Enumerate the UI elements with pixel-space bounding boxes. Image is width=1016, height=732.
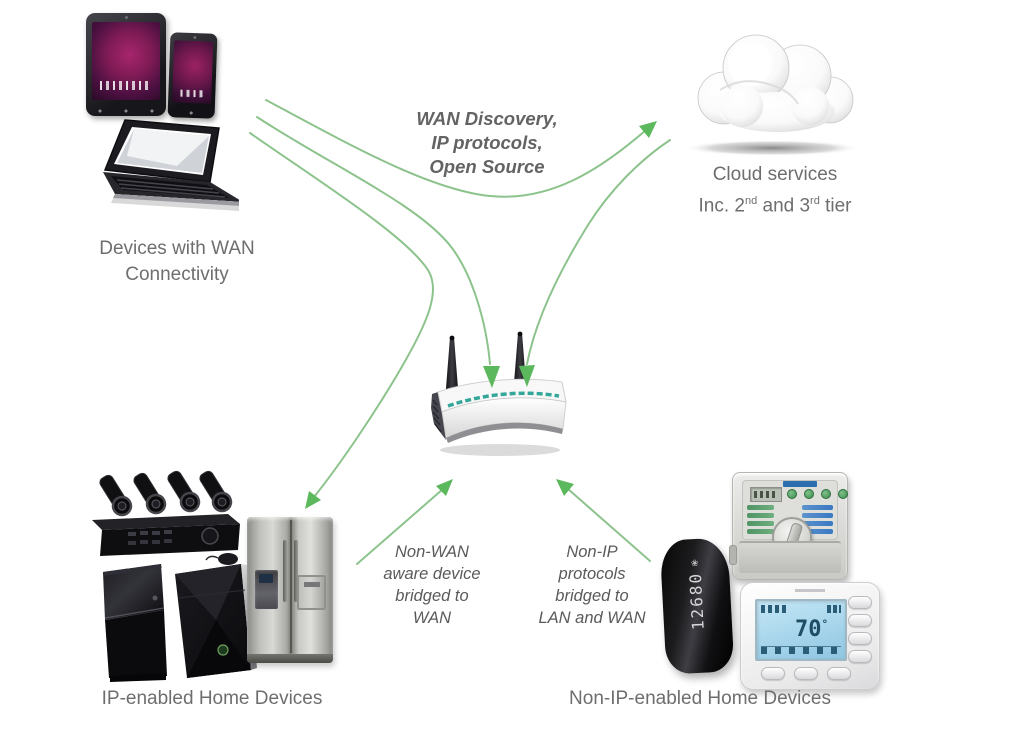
non-ip-devices-label: Non-IP-enabled Home Devices xyxy=(569,688,831,709)
irrigation-controller-icon xyxy=(729,472,848,580)
irrigation-labels-left xyxy=(747,505,774,537)
thermostat-bottom-buttons xyxy=(761,667,851,680)
tablet-softkeys xyxy=(96,109,156,113)
fridge-panel xyxy=(297,575,327,611)
thermostat-icon: 70° xyxy=(740,582,880,690)
thermostat-brand-mark xyxy=(795,589,825,592)
arrow-devices-to-ip-devices xyxy=(249,132,435,509)
phone-camera-dot xyxy=(192,35,196,40)
tracker-step-count: 12680 xyxy=(685,571,708,631)
laptop-icon xyxy=(103,119,239,211)
camera-3 xyxy=(167,470,201,513)
cloud-icon xyxy=(684,34,860,156)
thermostat-side-buttons xyxy=(848,596,872,668)
irrigation-hinge xyxy=(729,545,737,565)
fridge-base xyxy=(247,654,333,663)
smartphone-icon xyxy=(167,32,218,119)
security-camera-system-icon xyxy=(92,470,240,565)
tablet-camera-dot xyxy=(125,16,128,19)
phone-screen xyxy=(172,40,214,104)
thermostat-lcd-segments-left xyxy=(761,605,787,613)
irrigation-header-bar xyxy=(783,481,817,487)
thermostat-lcd-menu-bar xyxy=(761,646,841,654)
camera-2 xyxy=(133,472,167,515)
fridge-handle-left xyxy=(283,540,288,602)
tablet-screen xyxy=(92,22,160,100)
phone-softkeys xyxy=(177,110,205,116)
ip-devices-label: IP-enabled Home Devices xyxy=(101,688,323,709)
playstation-console-icon xyxy=(103,564,167,682)
refrigerator-icon xyxy=(247,517,333,663)
fridge-door-seam xyxy=(290,520,292,653)
non-ip-bridge-annotation: Non-IP protocols bridged to LAN and WAN xyxy=(538,543,646,627)
irrigation-faceplate xyxy=(742,480,848,557)
camera-4 xyxy=(199,470,233,513)
fridge-handle-right xyxy=(294,540,299,602)
wan-discovery-annotation: WAN Discovery, IP protocols, Open Source xyxy=(416,108,558,177)
router-icon xyxy=(431,331,567,456)
irrigation-buttons xyxy=(787,489,848,499)
game-consoles-icon xyxy=(103,564,257,682)
thermostat-lcd-segments-right xyxy=(827,605,841,613)
fridge-dispenser xyxy=(254,569,278,609)
cloud-label: Cloud services Inc. 2nd and 3rd tier xyxy=(698,164,852,217)
camera-1 xyxy=(99,474,133,517)
fitness-tracker-icon: ❀ 12680 xyxy=(659,537,735,675)
non-wan-bridge-annotation: Non-WAN aware device bridged to WAN xyxy=(383,543,481,627)
irrigation-labels-right xyxy=(802,505,833,537)
phone-equalizer-graphic xyxy=(180,89,204,98)
wan-devices-label: Devices with WAN Connectivity xyxy=(99,238,255,285)
thermostat-temperature: 70° xyxy=(795,617,829,642)
tablet-icon xyxy=(86,13,166,116)
irrigation-lcd xyxy=(750,487,782,502)
tablet-equalizer-graphic xyxy=(100,81,152,90)
tracker-flower-icon: ❀ xyxy=(690,557,699,568)
mouse-icon xyxy=(218,553,238,565)
xbox-console-icon xyxy=(175,564,257,678)
irrigation-door xyxy=(739,541,841,573)
thermostat-lcd: 70° xyxy=(755,599,847,661)
